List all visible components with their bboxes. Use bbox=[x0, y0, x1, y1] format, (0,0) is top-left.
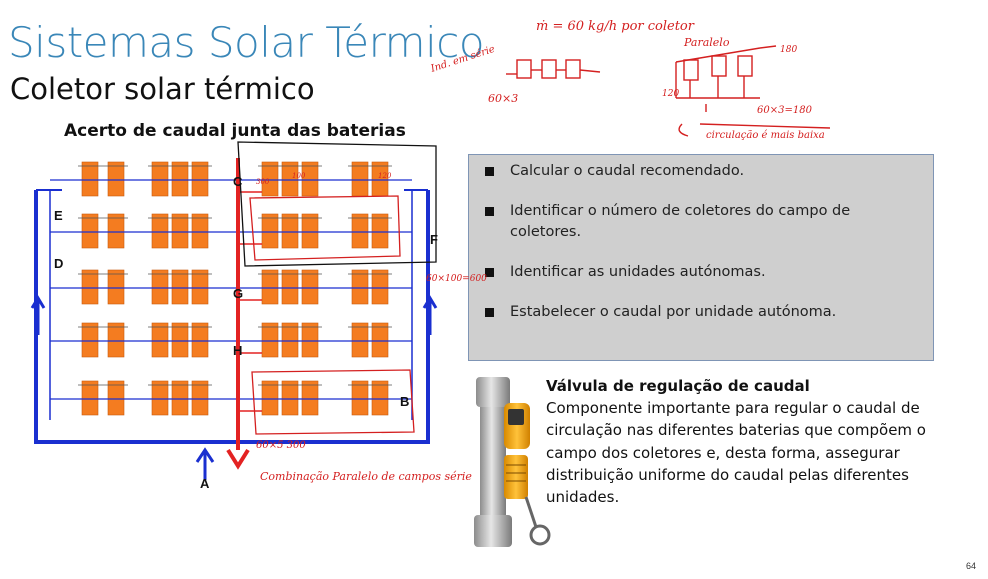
valve-description-block: Válvula de regulação de caudal Component… bbox=[546, 376, 946, 508]
collector-panel bbox=[261, 269, 279, 305]
hw-par-in: 120 bbox=[662, 89, 679, 99]
hw-flow-rate: ṁ = 60 kg/h por coletor bbox=[536, 19, 695, 34]
flow-valve-image bbox=[474, 377, 551, 547]
collector-panel bbox=[371, 269, 389, 305]
collector-panel bbox=[371, 322, 389, 358]
collector-panel bbox=[261, 322, 279, 358]
hw-serie-calc: 60×3 bbox=[488, 92, 518, 105]
valve-description: Componente importante para regular o cau… bbox=[546, 399, 926, 507]
hw-par-out: 180 bbox=[780, 45, 797, 55]
bullet-square-icon bbox=[485, 207, 494, 216]
point-label-c: C bbox=[233, 174, 243, 189]
collector-panel bbox=[281, 161, 299, 197]
up-arrow-icon bbox=[30, 295, 46, 309]
step-text: Estabelecer o caudal por unidade autónom… bbox=[510, 304, 837, 320]
collector-panel bbox=[171, 322, 189, 358]
collector-panel bbox=[191, 380, 209, 416]
collector-panel bbox=[351, 380, 369, 416]
page-number: 64 bbox=[965, 561, 976, 571]
bullet-square-icon bbox=[485, 268, 494, 277]
collector-panel bbox=[301, 322, 319, 358]
collector-panel bbox=[107, 322, 125, 358]
step-item: Identificar o número de coletores do cam… bbox=[481, 201, 919, 243]
step-text: Calcular o caudal recomendado. bbox=[510, 163, 745, 179]
collector-panel bbox=[301, 213, 319, 249]
bullet-square-icon bbox=[485, 308, 494, 317]
collector-panel bbox=[171, 269, 189, 305]
collector-panel bbox=[81, 322, 99, 358]
collector-panel bbox=[351, 161, 369, 197]
collector-panel bbox=[191, 322, 209, 358]
collector-panel bbox=[81, 161, 99, 197]
hw-serie-sketch bbox=[506, 59, 601, 79]
valve-title: Válvula de regulação de caudal bbox=[546, 377, 810, 395]
collector-panel bbox=[281, 380, 299, 416]
collector-panel bbox=[151, 213, 169, 249]
collector-panel bbox=[261, 213, 279, 249]
point-label-f: F bbox=[430, 232, 438, 247]
collector-panel bbox=[261, 380, 279, 416]
point-label-a: A bbox=[200, 476, 210, 491]
down-arrow-icon bbox=[226, 448, 250, 470]
hw-circulacao: circulação é mais baixa bbox=[706, 130, 825, 141]
point-label-d: D bbox=[54, 256, 63, 271]
collector-panel bbox=[171, 213, 189, 249]
step-text: Identificar as unidades autónomas. bbox=[510, 264, 766, 280]
collector-panel bbox=[81, 269, 99, 305]
collector-panel bbox=[107, 269, 125, 305]
hw-paralelo-sketch bbox=[675, 45, 831, 137]
step-text: Identificar o número de coletores do cam… bbox=[510, 203, 851, 240]
bullet-square-icon bbox=[485, 167, 494, 176]
collector-panel bbox=[351, 213, 369, 249]
point-label-h: H bbox=[233, 343, 242, 358]
supply-loop-pipe bbox=[34, 190, 430, 444]
collector-panel bbox=[301, 380, 319, 416]
collector-panel bbox=[151, 161, 169, 197]
diagram-title: Acerto de caudal junta das baterias bbox=[64, 121, 406, 141]
up-arrow-icon bbox=[195, 447, 215, 463]
collector-panel bbox=[81, 213, 99, 249]
collector-panel bbox=[281, 269, 299, 305]
step-item: Estabelecer o caudal por unidade autónom… bbox=[481, 302, 919, 323]
collector-panel bbox=[301, 269, 319, 305]
collector-panel bbox=[371, 213, 389, 249]
collector-panel bbox=[151, 269, 169, 305]
slide-title: Sistemas Solar Térmico bbox=[8, 18, 485, 67]
collector-panel bbox=[107, 213, 125, 249]
point-label-e: E bbox=[54, 208, 63, 223]
collector-field-diagram: A B C D E F G H bbox=[3, 150, 458, 491]
collector-panel bbox=[151, 322, 169, 358]
step-item: Identificar as unidades autónomas. bbox=[481, 262, 919, 283]
collector-panel bbox=[191, 161, 209, 197]
step-item: Calcular o caudal recomendado. bbox=[481, 161, 919, 182]
point-label-b: B bbox=[400, 394, 409, 409]
hw-paralelo-label: Paralelo bbox=[683, 36, 730, 49]
collector-panel bbox=[191, 269, 209, 305]
collector-panel bbox=[301, 161, 319, 197]
slide-subtitle: Coletor solar térmico bbox=[10, 72, 315, 106]
collector-panel bbox=[171, 161, 189, 197]
hw-par-calc: 60×3=180 bbox=[757, 105, 813, 116]
up-arrow-icon bbox=[422, 295, 438, 309]
collector-rows bbox=[78, 161, 392, 416]
collector-panel bbox=[351, 322, 369, 358]
collector-panel bbox=[281, 322, 299, 358]
collector-panel bbox=[351, 269, 369, 305]
diagram-background bbox=[3, 150, 458, 490]
collector-panel bbox=[191, 213, 209, 249]
collector-panel bbox=[261, 161, 279, 197]
collector-panel bbox=[81, 380, 99, 416]
collector-panel bbox=[371, 161, 389, 197]
collector-panel bbox=[107, 161, 125, 197]
steps-panel: Calcular o caudal recomendado. Identific… bbox=[468, 154, 934, 361]
collector-panel bbox=[171, 380, 189, 416]
collector-panel bbox=[151, 380, 169, 416]
collector-panel bbox=[371, 380, 389, 416]
collector-panel bbox=[281, 213, 299, 249]
collector-panel bbox=[107, 380, 125, 416]
point-label-g: G bbox=[233, 286, 243, 301]
